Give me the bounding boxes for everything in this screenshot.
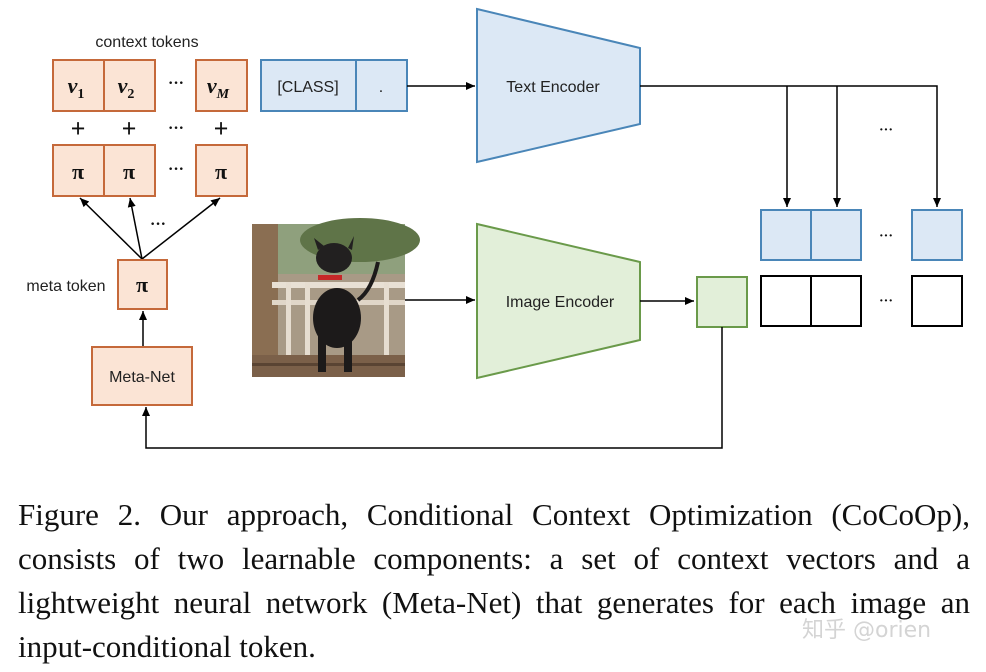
pi-ellipsis: ··· bbox=[168, 161, 184, 178]
svg-text:vM: vM bbox=[207, 73, 230, 102]
svg-text:π: π bbox=[72, 159, 84, 184]
svg-text:v2: v2 bbox=[118, 73, 135, 102]
text-output-arrows bbox=[640, 85, 941, 207]
score-box bbox=[760, 275, 812, 327]
score-box bbox=[911, 275, 963, 327]
context-vector-v1: v1 bbox=[52, 59, 105, 112]
plus-sign: + bbox=[122, 114, 137, 143]
image-feature-to-metanet-arrow bbox=[142, 327, 723, 449]
class-token-box: [CLASS] bbox=[260, 59, 357, 112]
context-tokens-label: context tokens bbox=[95, 34, 198, 51]
text-feature-box bbox=[810, 209, 862, 261]
svg-text:π: π bbox=[215, 159, 227, 184]
context-ellipsis: ··· bbox=[168, 75, 184, 92]
meta-token-label: meta token bbox=[26, 278, 105, 295]
svg-text:[CLASS]: [CLASS] bbox=[277, 79, 338, 96]
cocoop-diagram: context tokens v1 v2 ··· vM + + ··· + π … bbox=[26, 7, 963, 449]
context-vector-v2: v2 bbox=[103, 59, 156, 112]
text-output-ellipsis: ··· bbox=[879, 123, 893, 138]
score-ellipsis: ··· bbox=[879, 294, 893, 309]
text-encoder: Text Encoder bbox=[476, 7, 641, 164]
image-encoder: Image Encoder bbox=[476, 222, 641, 380]
text-feature-box bbox=[911, 209, 963, 261]
meta-token-box: π bbox=[117, 259, 168, 310]
svg-text:Text Encoder: Text Encoder bbox=[506, 79, 600, 96]
watermark: 知乎 @orien bbox=[802, 618, 932, 643]
dog-photo bbox=[252, 218, 420, 377]
plus-sign: + bbox=[214, 114, 229, 143]
text-feature-ellipsis: ··· bbox=[879, 229, 893, 244]
period-token-box: . bbox=[355, 59, 408, 112]
image-feature-box bbox=[696, 276, 748, 328]
meta-token-fanout-arrows bbox=[79, 197, 221, 260]
context-vector-vM: vM bbox=[195, 59, 248, 112]
svg-text:v1: v1 bbox=[68, 73, 85, 102]
score-box bbox=[810, 275, 862, 327]
pi-box-M: π bbox=[195, 144, 248, 197]
pi-box-2: π bbox=[103, 144, 156, 197]
svg-text:Meta-Net: Meta-Net bbox=[109, 369, 175, 386]
plus-ellipsis: ··· bbox=[168, 120, 184, 137]
fanout-ellipsis: ··· bbox=[150, 216, 166, 233]
figure-caption: Figure 2. Our approach, Conditional Cont… bbox=[18, 497, 970, 664]
svg-text:.: . bbox=[379, 79, 383, 96]
meta-net-box: Meta-Net bbox=[91, 346, 193, 406]
plus-sign: + bbox=[71, 114, 86, 143]
svg-text:Image Encoder: Image Encoder bbox=[506, 294, 615, 311]
svg-text:π: π bbox=[123, 159, 135, 184]
text-feature-box bbox=[760, 209, 812, 261]
svg-text:π: π bbox=[136, 272, 148, 297]
pi-box-1: π bbox=[52, 144, 105, 197]
